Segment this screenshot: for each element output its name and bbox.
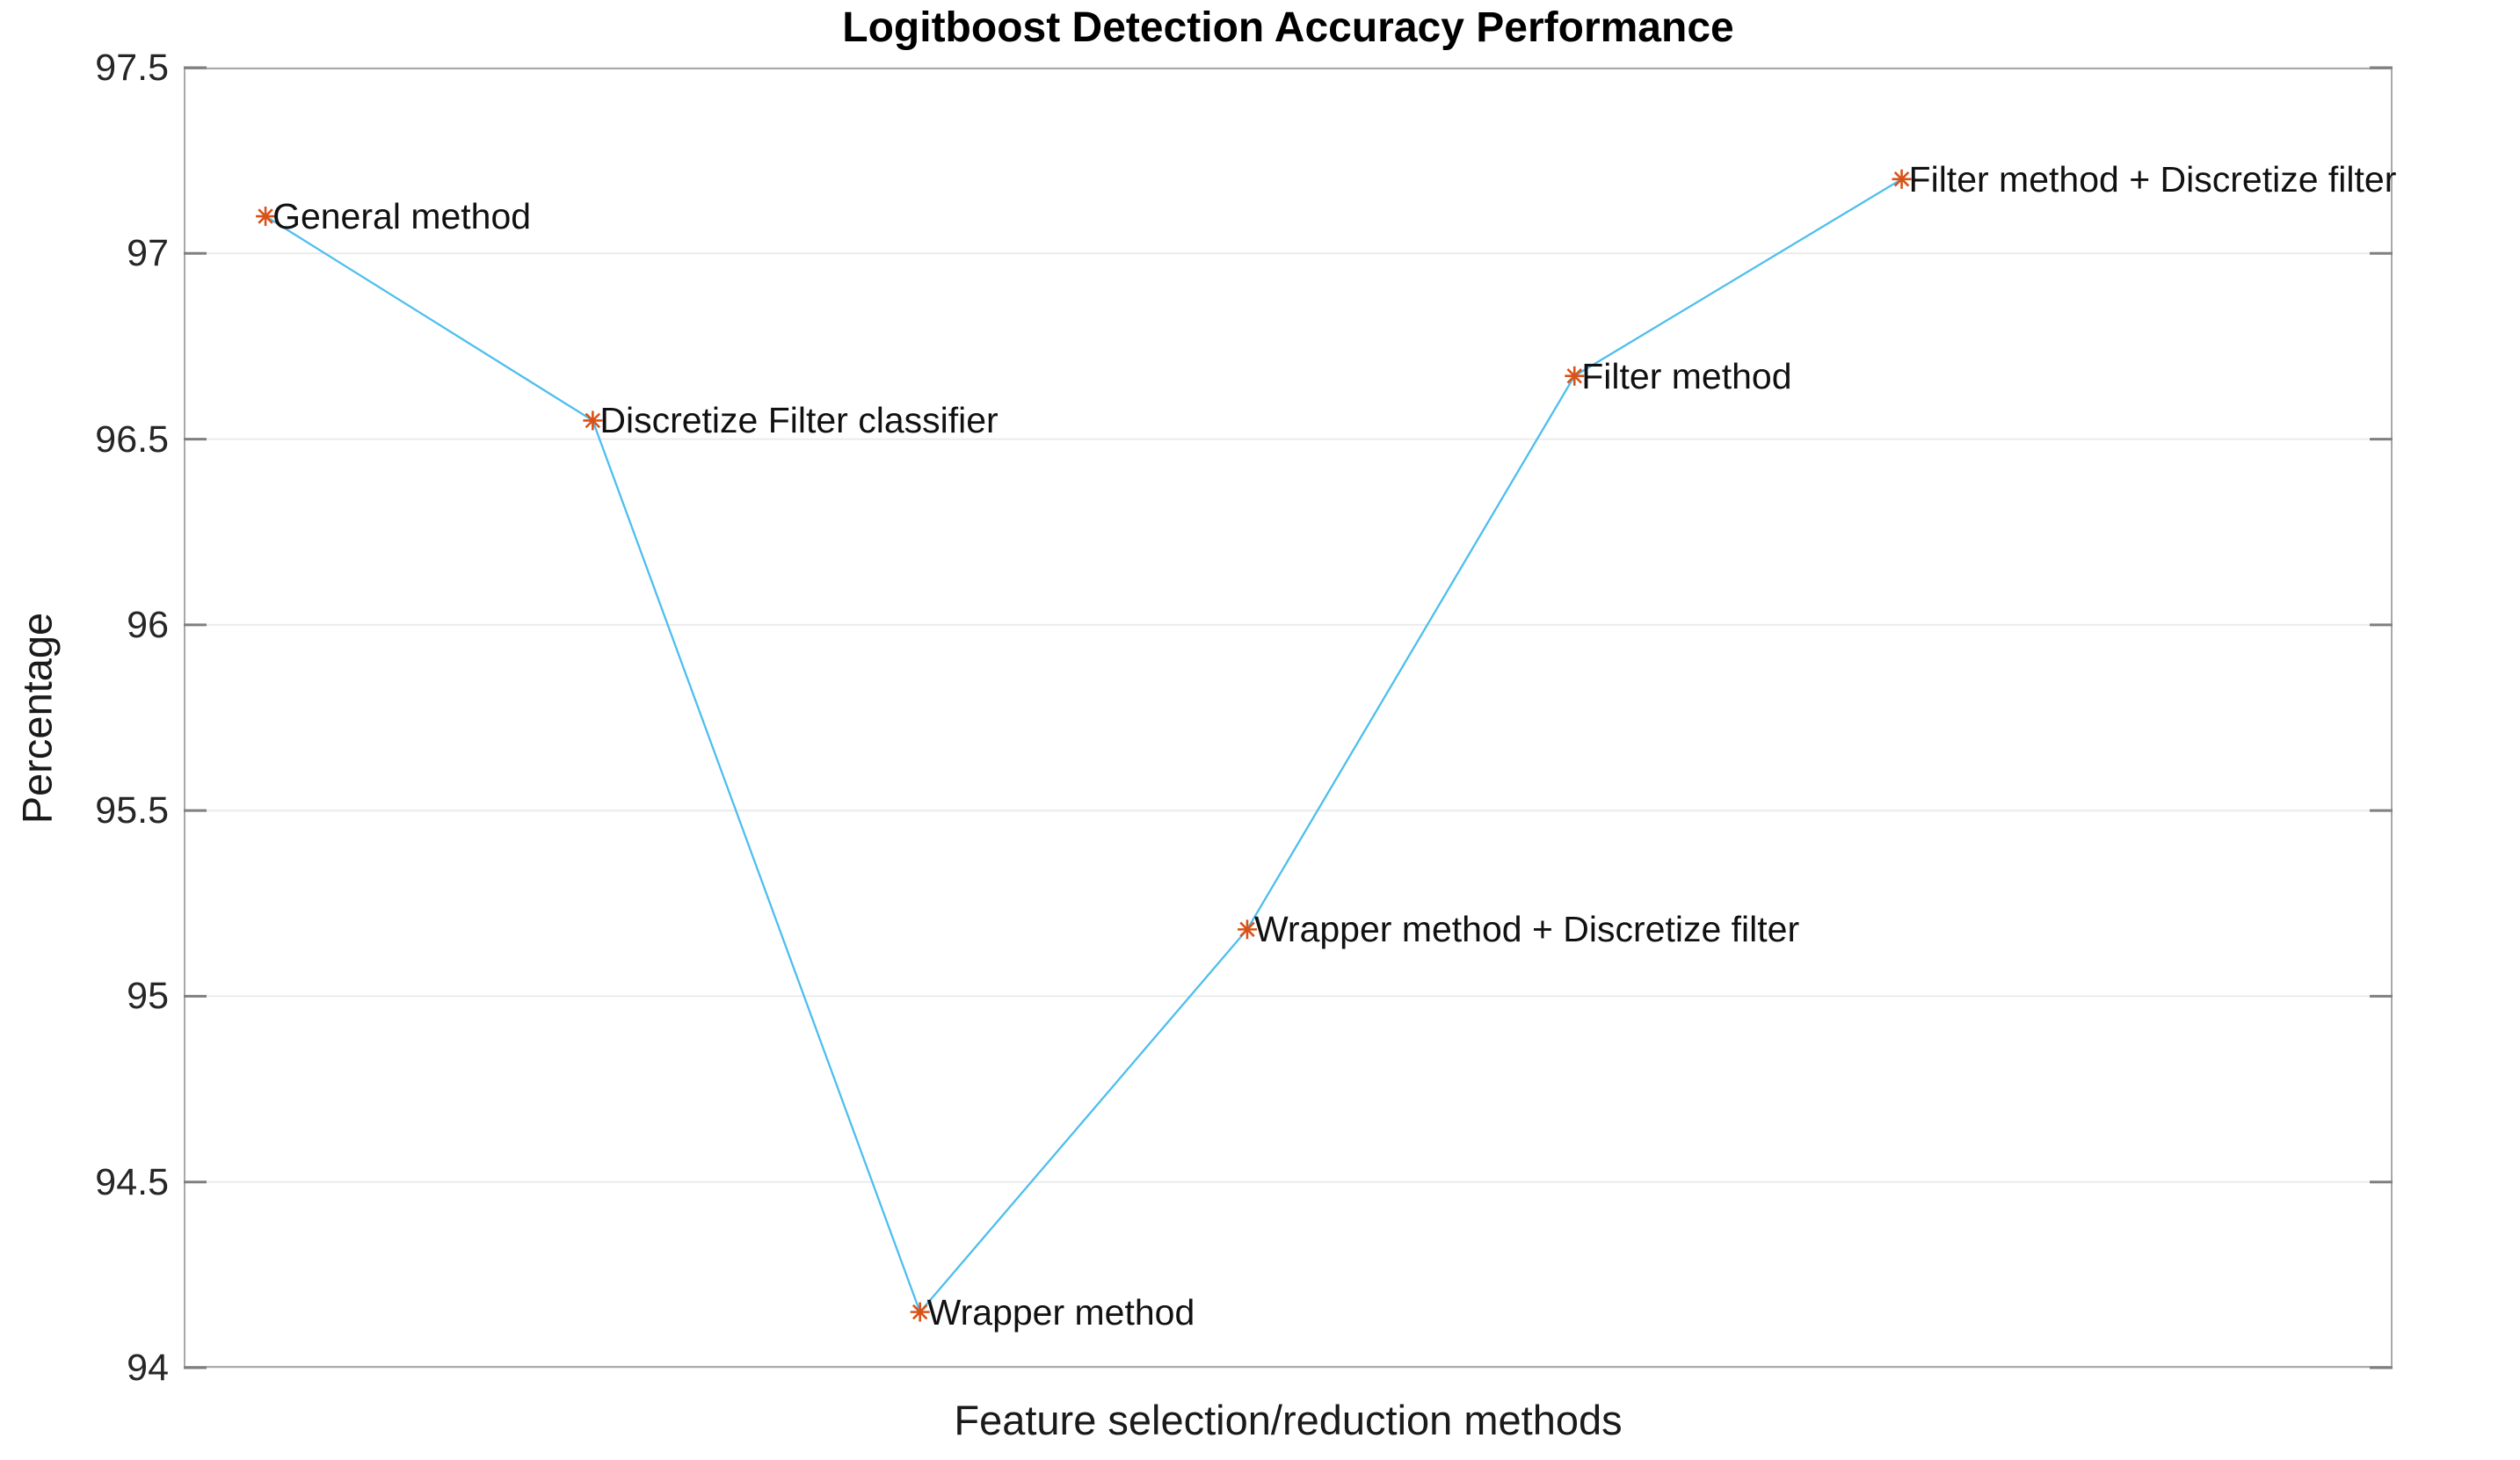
y-tick-label: 95 <box>127 975 169 1018</box>
data-point-marker <box>1237 919 1257 940</box>
plot-area: General method Discretize Filter classif… <box>184 66 2396 1369</box>
axes-frame <box>184 68 2393 1368</box>
marker-stroke <box>911 1304 928 1320</box>
y-tick-label: 96 <box>127 603 169 646</box>
y-tick-label: 94.5 <box>95 1160 169 1203</box>
data-point-marker <box>583 410 603 431</box>
data-point-marker <box>910 1302 930 1322</box>
data-point-marker <box>1565 366 1585 386</box>
point-annotation: Filter method <box>1581 355 1792 396</box>
data-point-marker <box>256 207 276 227</box>
plot-canvas <box>184 66 2393 1369</box>
point-annotation: Filter method + Discretize filter <box>1908 158 2397 200</box>
marker-stroke <box>258 208 273 224</box>
data-point-marker <box>1892 169 1912 189</box>
y-tick-label: 97 <box>127 232 169 275</box>
marker-stroke <box>1893 171 1910 187</box>
marker-stroke <box>1239 921 1255 938</box>
y-tick-label: 97.5 <box>95 47 169 89</box>
point-annotation: Discretize Filter classifier <box>599 400 999 441</box>
chart-title: Logitboost Detection Accuracy Performanc… <box>842 4 1734 51</box>
y-tick-label: 96.5 <box>95 418 169 461</box>
x-axis-label: Feature selection/reduction methods <box>954 1397 1623 1443</box>
marker-stroke <box>1566 368 1582 384</box>
marker-stroke <box>585 412 601 429</box>
y-tick-label: 94 <box>127 1347 169 1389</box>
point-annotation: General method <box>272 196 532 237</box>
point-annotation: Wrapper method + Discretize filter <box>1253 909 1800 950</box>
data-line <box>265 178 1903 1314</box>
point-annotation: Wrapper method <box>926 1291 1195 1333</box>
y-tick-label: 95.5 <box>95 789 169 832</box>
